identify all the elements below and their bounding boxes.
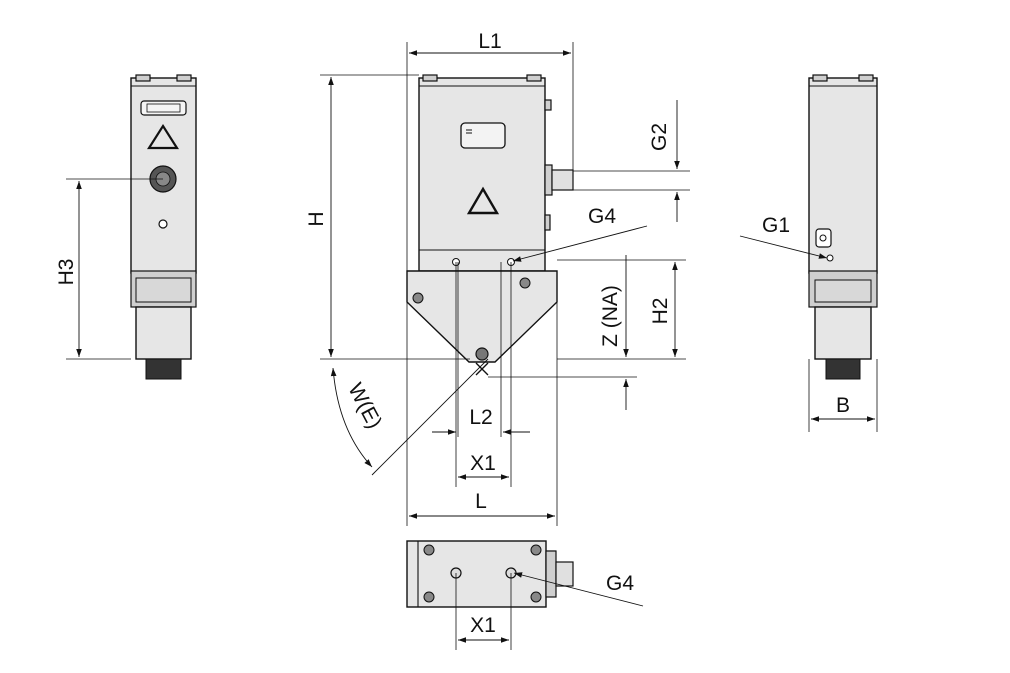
dim-label-h2: H2: [649, 298, 672, 325]
dim-label-g1: G1: [762, 214, 790, 237]
dim-label-l1: L1: [478, 30, 501, 53]
dim-label-g4-front: G4: [588, 205, 616, 228]
dim-label-g2: G2: [648, 123, 671, 151]
dim-label-l2: L2: [469, 406, 492, 429]
dim-label-w: W(E): [343, 379, 386, 432]
dim-label-b: B: [836, 394, 850, 417]
bottom-view: [406, 540, 574, 608]
display-window-icon: [140, 100, 187, 116]
warning-triangle-icon: [466, 186, 500, 215]
dim-label-x1-bottom: X1: [470, 614, 496, 637]
dim-label-g4-bottom: G4: [606, 572, 634, 595]
left-side-view: [130, 74, 197, 380]
dim-label-h: H: [305, 211, 328, 226]
warning-triangle-icon: [146, 123, 180, 150]
dim-label-x1-front: X1: [470, 452, 496, 475]
dim-label-h3: H3: [55, 259, 78, 286]
dim-label-z: Z (NA): [599, 285, 622, 347]
right-side-view: [808, 74, 878, 380]
dim-label-l: L: [475, 490, 487, 513]
front-view: [406, 74, 574, 376]
